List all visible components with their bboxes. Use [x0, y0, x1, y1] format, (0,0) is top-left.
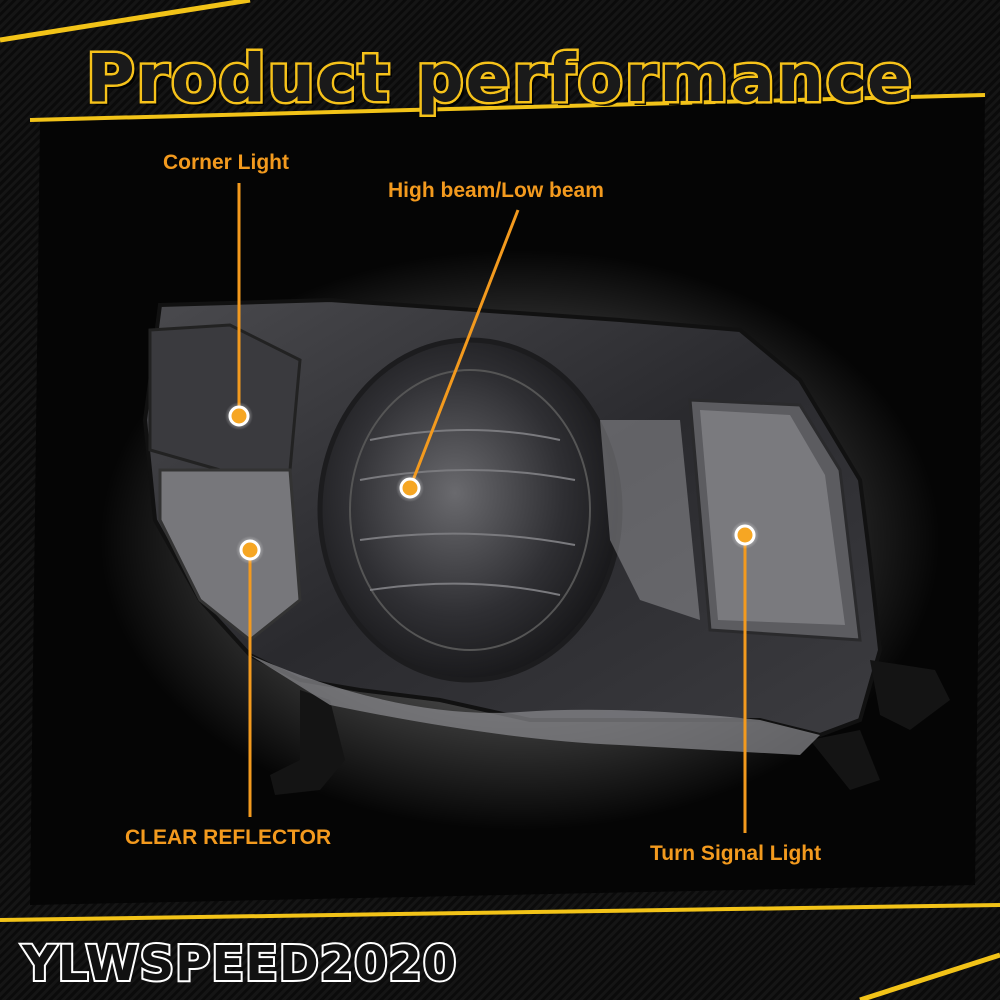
dot-high-low-beam: [399, 477, 421, 499]
callout-leaders: [237, 183, 747, 833]
dot-turn-signal: [734, 524, 756, 546]
frame-bottom-stroke: [0, 903, 1000, 922]
leader-high-low-beam: [408, 209, 520, 489]
callout-corner-light: Corner Light: [163, 151, 289, 174]
title-shadow: Product performance: [90, 44, 918, 121]
page-title: Product performance: [84, 38, 915, 120]
dot-corner-light: [228, 405, 250, 427]
frame-top-stroke: [0, 0, 251, 43]
frame-corner-stroke: [859, 952, 1000, 1000]
callout-high-low-beam: High beam/Low beam: [388, 179, 604, 202]
brand-watermark: YLWSPEED2020: [20, 934, 458, 994]
headlight-image: [142, 297, 950, 795]
callout-clear-reflector: CLEAR REFLECTOR: [125, 826, 332, 849]
dot-clear-reflector: [239, 539, 261, 561]
frame-top-stroke-2: [29, 93, 986, 122]
callout-turn-signal: Turn Signal Light: [650, 842, 822, 865]
callout-dots: [225, 402, 759, 564]
